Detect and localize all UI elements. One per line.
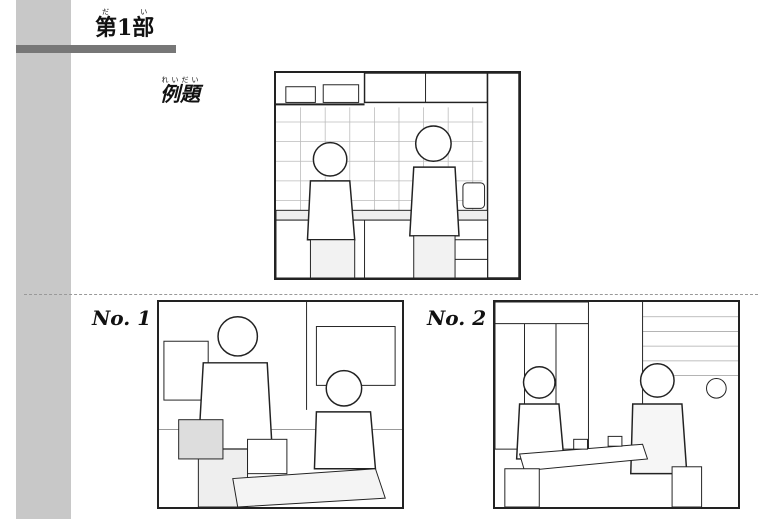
- section-divider: [24, 294, 758, 295]
- part-title: 第1部だい: [95, 8, 154, 39]
- left-sidebar-bar: [16, 0, 71, 519]
- question-2-label: No. 2: [427, 306, 487, 330]
- question-2-illustration-cafe: [493, 300, 740, 509]
- example-illustration-kitchen: [274, 71, 521, 280]
- example-label: 例題れいだい: [160, 76, 200, 107]
- question-1-label: No. 1: [92, 306, 152, 330]
- example-label-text: 例題: [160, 82, 200, 106]
- question-1-illustration-classroom: [157, 300, 404, 509]
- part-title-text: 第1部: [95, 15, 155, 41]
- example-label-ruby: れいだい: [160, 76, 200, 84]
- part-title-ruby: だい: [95, 8, 155, 16]
- header-underline-bar: [16, 45, 176, 53]
